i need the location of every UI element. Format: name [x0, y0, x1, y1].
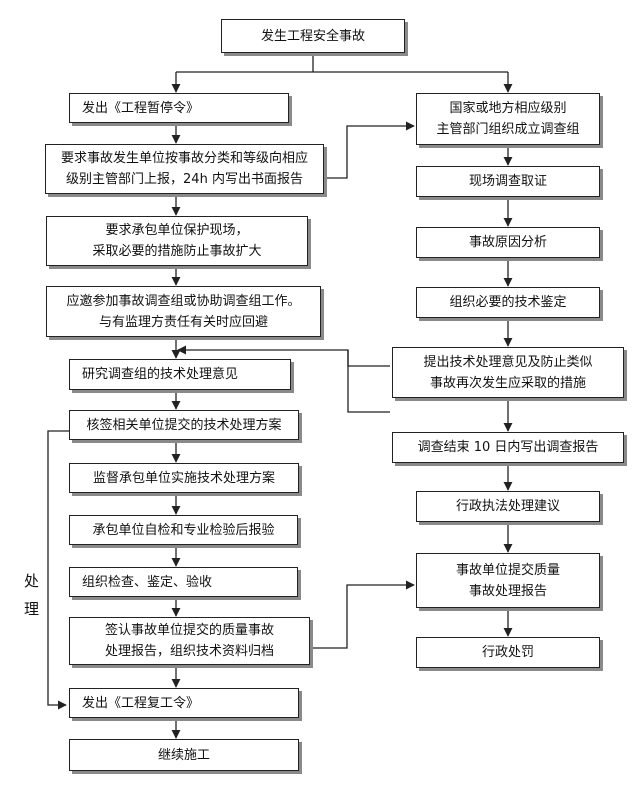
node-join: 应邀参加事故调查组或协助调查组工作。 与有监理方责任有关时应回避	[46, 286, 321, 337]
node-study: 研究调查组的技术处理意见	[69, 359, 291, 390]
arrow-split-to-stop-order	[176, 71, 508, 92]
node-continue: 继续施工	[69, 739, 299, 771]
side-label-char-2: 理	[24, 600, 40, 618]
node-appraisal: 组织必要的技术鉴定	[416, 287, 600, 318]
arrow-inv-report-to-study	[347, 350, 390, 413]
arrow-sign-report-to-quality	[310, 580, 415, 649]
node-evidence: 现场调查取证	[416, 166, 600, 197]
node-penalty: 行政处罚	[416, 637, 600, 668]
node-supervise: 监督承包单位实施技术处理方案	[69, 463, 299, 493]
node-stop-order: 发出《工程暂停令》	[69, 93, 289, 123]
node-protect: 要求承包单位保护现场， 采取必要的措施防止事故扩大	[46, 216, 308, 266]
node-quality-report: 事故单位提交质量 事故处理报告	[416, 553, 600, 608]
node-inv-report: 调查结束 10 日内写出调查报告	[392, 432, 624, 463]
arrow-report-to-team	[324, 121, 415, 179]
node-team: 国家或地方相应级别 主管部门组织成立调查组	[416, 93, 600, 145]
node-admin-advice: 行政执法处理建议	[416, 491, 600, 522]
node-start: 发生工程安全事故	[221, 19, 405, 53]
side-label-char-1: 处	[24, 572, 40, 590]
node-resume-order: 发出《工程复工令》	[69, 688, 299, 718]
node-sign-plan: 核签相关单位提交的技术处理方案	[69, 410, 299, 440]
node-proposal: 提出技术处理意见及防止类似 事故再次发生应采取的措施	[392, 347, 624, 398]
node-report: 要求事故发生单位按事故分类和等级向相应 级别主管部门上报，24h 内写出书面报告	[45, 144, 324, 194]
node-self-check: 承包单位自检和专业检验后报验	[69, 515, 298, 545]
arrow-sign-plan-to-resume	[47, 430, 69, 710]
node-inspect: 组织检查、鉴定、验收	[69, 567, 298, 597]
node-sign-report: 签认事故单位提交的质量事故 处理报告，组织技术资料归档	[69, 617, 310, 665]
node-cause: 事故原因分析	[416, 227, 600, 258]
